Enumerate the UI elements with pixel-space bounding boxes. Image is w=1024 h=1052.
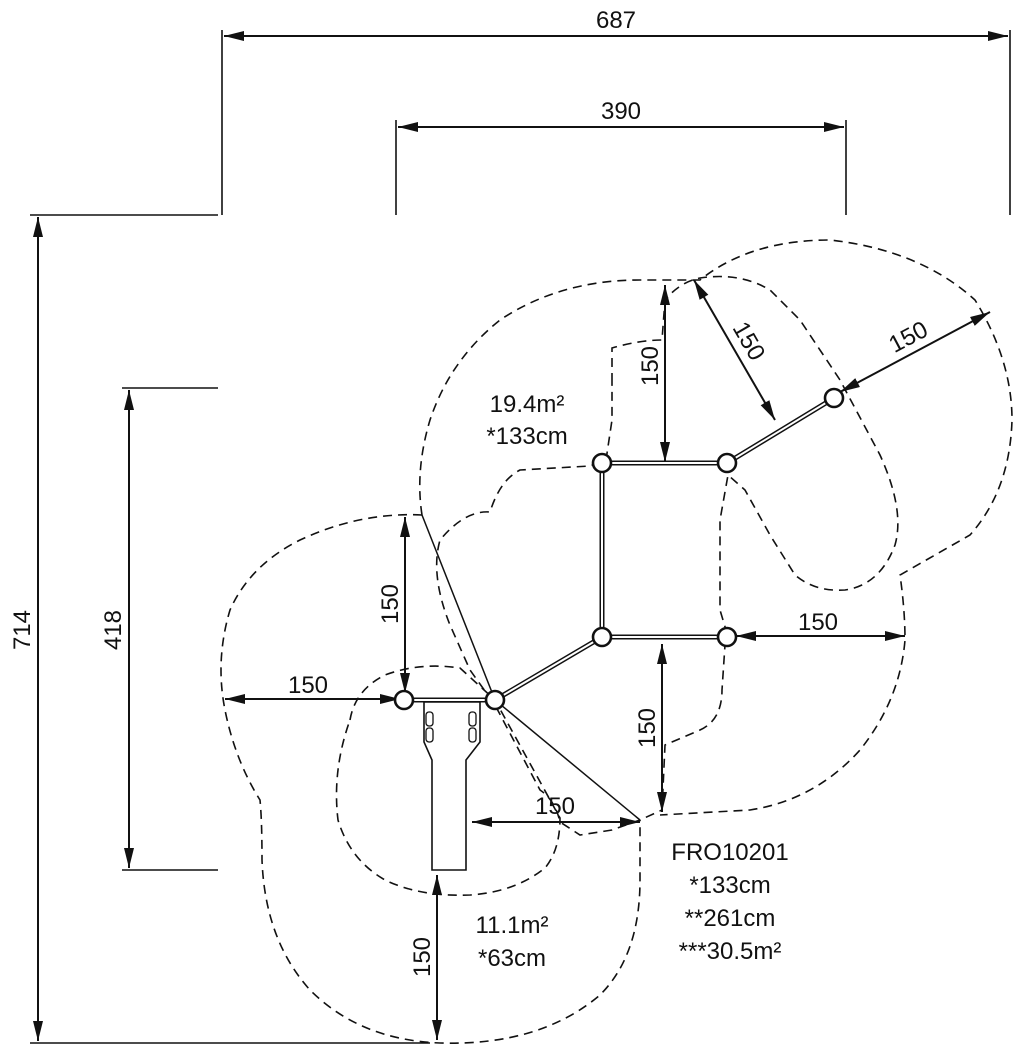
dim-label-free-space-left: 150	[288, 672, 328, 699]
free-space-zone-upper	[418, 239, 1013, 816]
dim-label-free-space-top: 150	[637, 346, 664, 386]
frame-bars	[401, 395, 837, 703]
upper-zone-fall-height: *133cm	[486, 423, 567, 450]
dim-label-free-space-upper-left: 150	[377, 584, 404, 624]
free-space-zone-lower	[220, 513, 641, 1044]
dim-label-free-space-diagonal: 150	[727, 317, 770, 365]
zone-boundary-line-left	[421, 514, 496, 701]
product-annotation: FRO10201 *133cm **261cm ***30.5m²	[671, 839, 788, 965]
equipment-top-view	[393, 387, 845, 871]
hatched-impact-area-upper	[435, 275, 899, 836]
slide-chute	[423, 701, 481, 871]
dim-label-overall-width: 687	[596, 7, 636, 34]
dim-label-overall-height: 714	[9, 610, 36, 650]
dim-label-inner-height: 418	[100, 610, 127, 650]
product-fall-height: *133cm	[689, 872, 770, 899]
zone-boundary-line-bottom	[494, 699, 641, 821]
lower-zone-annotation: 11.1m² *63cm	[476, 912, 549, 972]
dim-label-free-space-mid-right: 150	[798, 609, 838, 636]
dim-line-free-space-diagonal	[693, 279, 776, 421]
product-total-area: ***30.5m²	[679, 938, 782, 965]
upper-zone-annotation: 19.4m² *133cm	[486, 391, 567, 450]
frame-posts	[393, 387, 845, 711]
dim-label-free-space-lower: 150	[409, 937, 436, 977]
dim-label-free-space-right: 150	[884, 316, 932, 359]
product-total-height: **261cm	[685, 905, 776, 932]
product-code: FRO10201	[671, 839, 788, 866]
dim-label-free-space-bottom: 150	[535, 793, 575, 820]
dim-line-free-space-right	[839, 311, 991, 393]
lower-zone-fall-height: *63cm	[478, 945, 546, 972]
extension-lines	[30, 30, 1011, 1044]
upper-zone-area: 19.4m²	[490, 391, 565, 418]
dim-label-free-space-lower-right: 150	[634, 708, 661, 748]
dim-label-inner-width: 390	[601, 98, 641, 125]
lower-zone-area: 11.1m²	[476, 912, 549, 939]
